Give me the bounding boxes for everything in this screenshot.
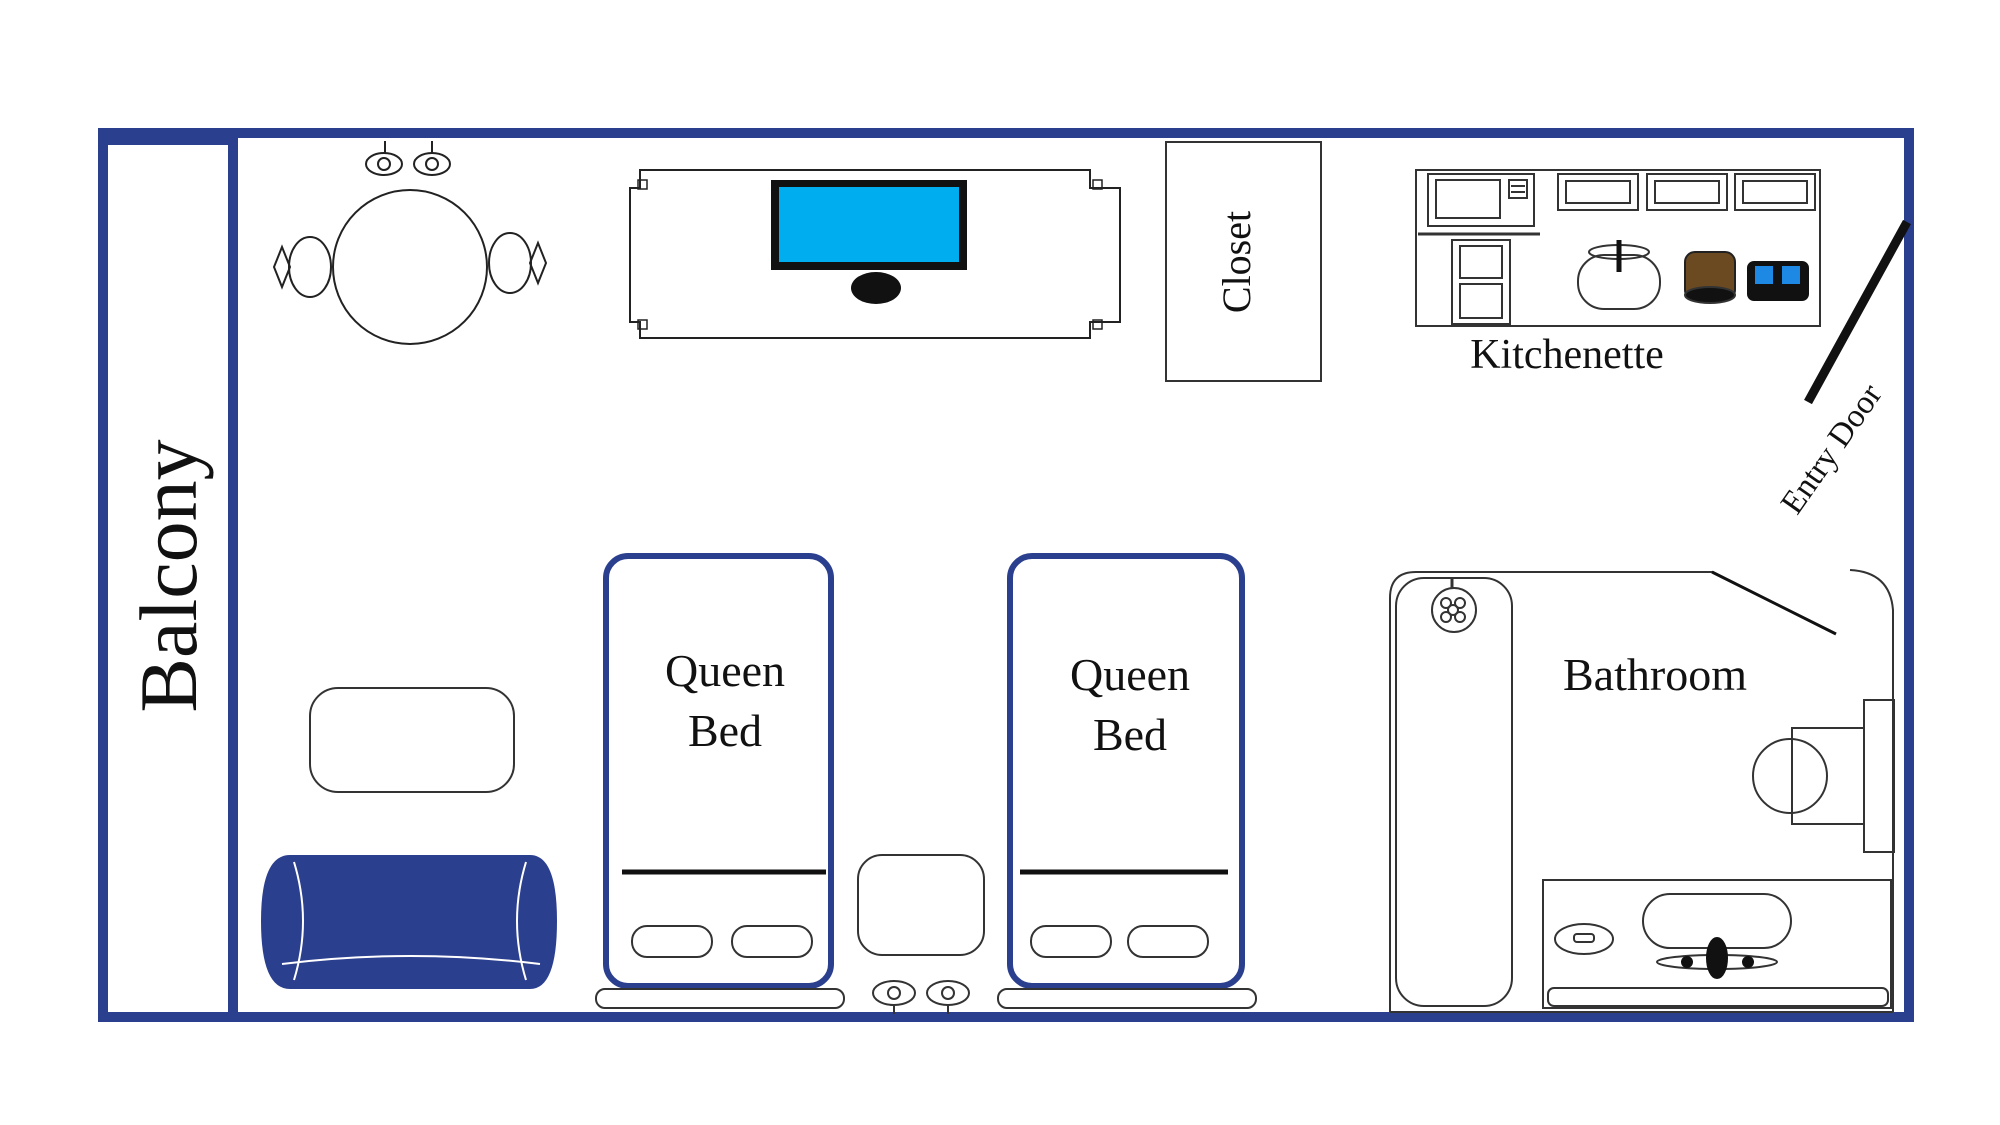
nightstand-icon (857, 854, 985, 1014)
bathroom-label: Bathroom (1563, 649, 1747, 700)
bathroom-room (1389, 569, 1894, 1013)
entry-door (1804, 219, 1911, 405)
bed2-label-line1: Queen (1070, 649, 1190, 700)
closet-label: Closet (1214, 211, 1259, 313)
bed-icon (595, 553, 845, 1009)
bed1-label-line1: Queen (665, 645, 785, 696)
balcony-label: Balcony (123, 439, 214, 712)
sink-icon (1642, 893, 1792, 979)
coffee-table-icon (309, 687, 515, 793)
shower-icon (1395, 577, 1513, 1007)
bed1-label-line2: Bed (688, 705, 762, 756)
closet (1165, 141, 1322, 382)
toilet-icon (1752, 699, 1895, 853)
sink-icon (1577, 240, 1661, 310)
appliance-icon (1747, 261, 1809, 301)
microwave-icon (1427, 173, 1535, 227)
fridge-icon (1451, 239, 1511, 325)
dining-table-icon (272, 141, 548, 345)
tv-console (629, 169, 1121, 339)
kitchenette-label: Kitchenette (1470, 332, 1664, 378)
sofa-icon (260, 855, 558, 989)
kitchenette-counter (1415, 169, 1821, 327)
bed-icon (997, 553, 1257, 1009)
bed2-label-line2: Bed (1093, 709, 1167, 760)
vanity-counter (1542, 879, 1892, 1009)
tv-icon (771, 180, 967, 304)
pot-icon (1684, 251, 1736, 304)
balcony-area (98, 135, 238, 1022)
entry-door-label: Entry Door (1774, 378, 1889, 521)
